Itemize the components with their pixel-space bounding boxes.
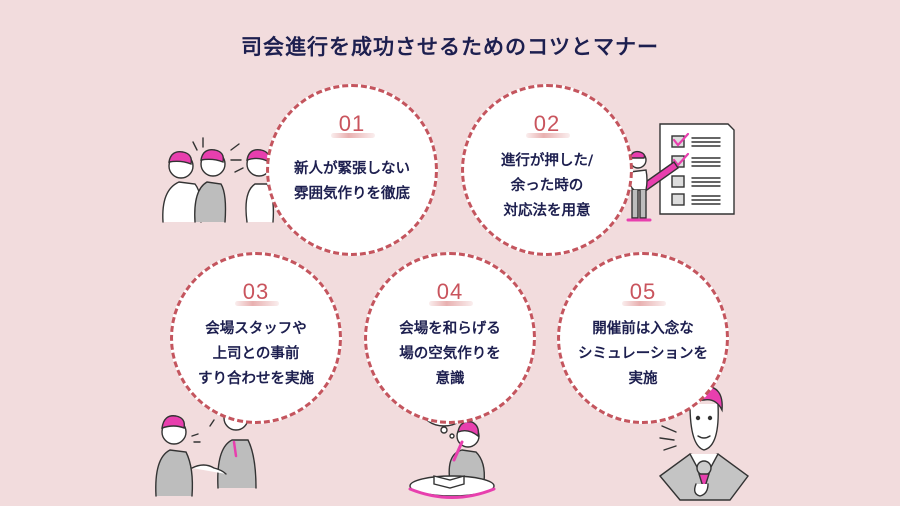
tip-text: 会場スタッフや 上司との事前 すり合わせを実施 [198, 321, 314, 387]
tip-number: 03 [234, 279, 280, 306]
tip-number: 04 [428, 279, 474, 306]
tip-number: 01 [330, 111, 376, 138]
page-title: 司会進行を成功させるためのコツとマナー [241, 35, 659, 59]
tip-card-04: 04 会場を和らげる 場の空気作りを 意識 [364, 252, 536, 424]
tip-text: 進行が押した/ 余った時の 対応法を用意 [500, 153, 594, 219]
tip-number: 02 [525, 111, 571, 138]
tip-card-05: 05 開催前は入念な シミュレーションを 実施 [557, 252, 729, 424]
tip-card-01: 01 新人が緊張しない 雰囲気作りを徹底 [266, 84, 438, 256]
checklist-illustration [626, 123, 735, 222]
tip-text: 開催前は入念な シミュレーションを 実施 [578, 321, 708, 387]
chatting-people-illustration [162, 137, 275, 223]
tip-number: 05 [621, 279, 667, 306]
tip-text: 会場を和らげる 場の空気作りを 意識 [399, 321, 501, 387]
tip-card-03: 03 会場スタッフや 上司との事前 すり合わせを実施 [170, 252, 342, 424]
tip-card-02: 02 進行が押した/ 余った時の 対応法を用意 [461, 84, 633, 256]
tip-text: 新人が緊張しない 雰囲気作りを徹底 [294, 161, 410, 202]
